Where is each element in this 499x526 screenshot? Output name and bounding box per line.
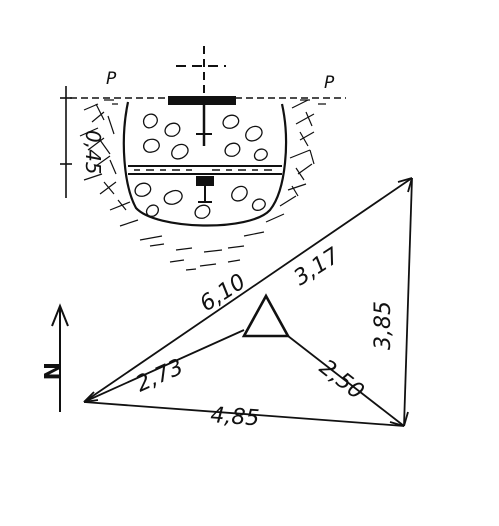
surface-mark-slab — [168, 96, 236, 105]
distance-label-a: 6,10 — [196, 269, 251, 317]
cross-section — [60, 46, 346, 271]
side-bottom — [83, 401, 405, 427]
pit-outline — [122, 101, 288, 227]
left-p-marker: P — [106, 69, 117, 89]
pit-fill-stones — [134, 113, 268, 219]
ground-hatching — [79, 99, 326, 271]
ray-left — [83, 329, 245, 403]
survey-plan — [51, 177, 413, 427]
right-p-marker: P — [324, 73, 335, 93]
arrow-right-vertex — [389, 411, 409, 427]
distance-label-c: 2,73 — [132, 355, 187, 398]
distance-label-f: 4,85 — [210, 403, 261, 431]
north-arrow-head — [51, 303, 69, 327]
depth-label: 0,45 — [81, 130, 105, 175]
benchmark-triangle — [241, 293, 291, 338]
distance-label-e: 3,85 — [371, 301, 396, 350]
side-top — [83, 177, 413, 403]
ray-right — [287, 335, 405, 427]
distance-label-b: 3,17 — [290, 243, 345, 291]
underground-mark — [196, 176, 214, 186]
arrow-top-vertex — [397, 177, 413, 193]
north-label: N — [38, 362, 63, 380]
side-right — [403, 177, 413, 427]
